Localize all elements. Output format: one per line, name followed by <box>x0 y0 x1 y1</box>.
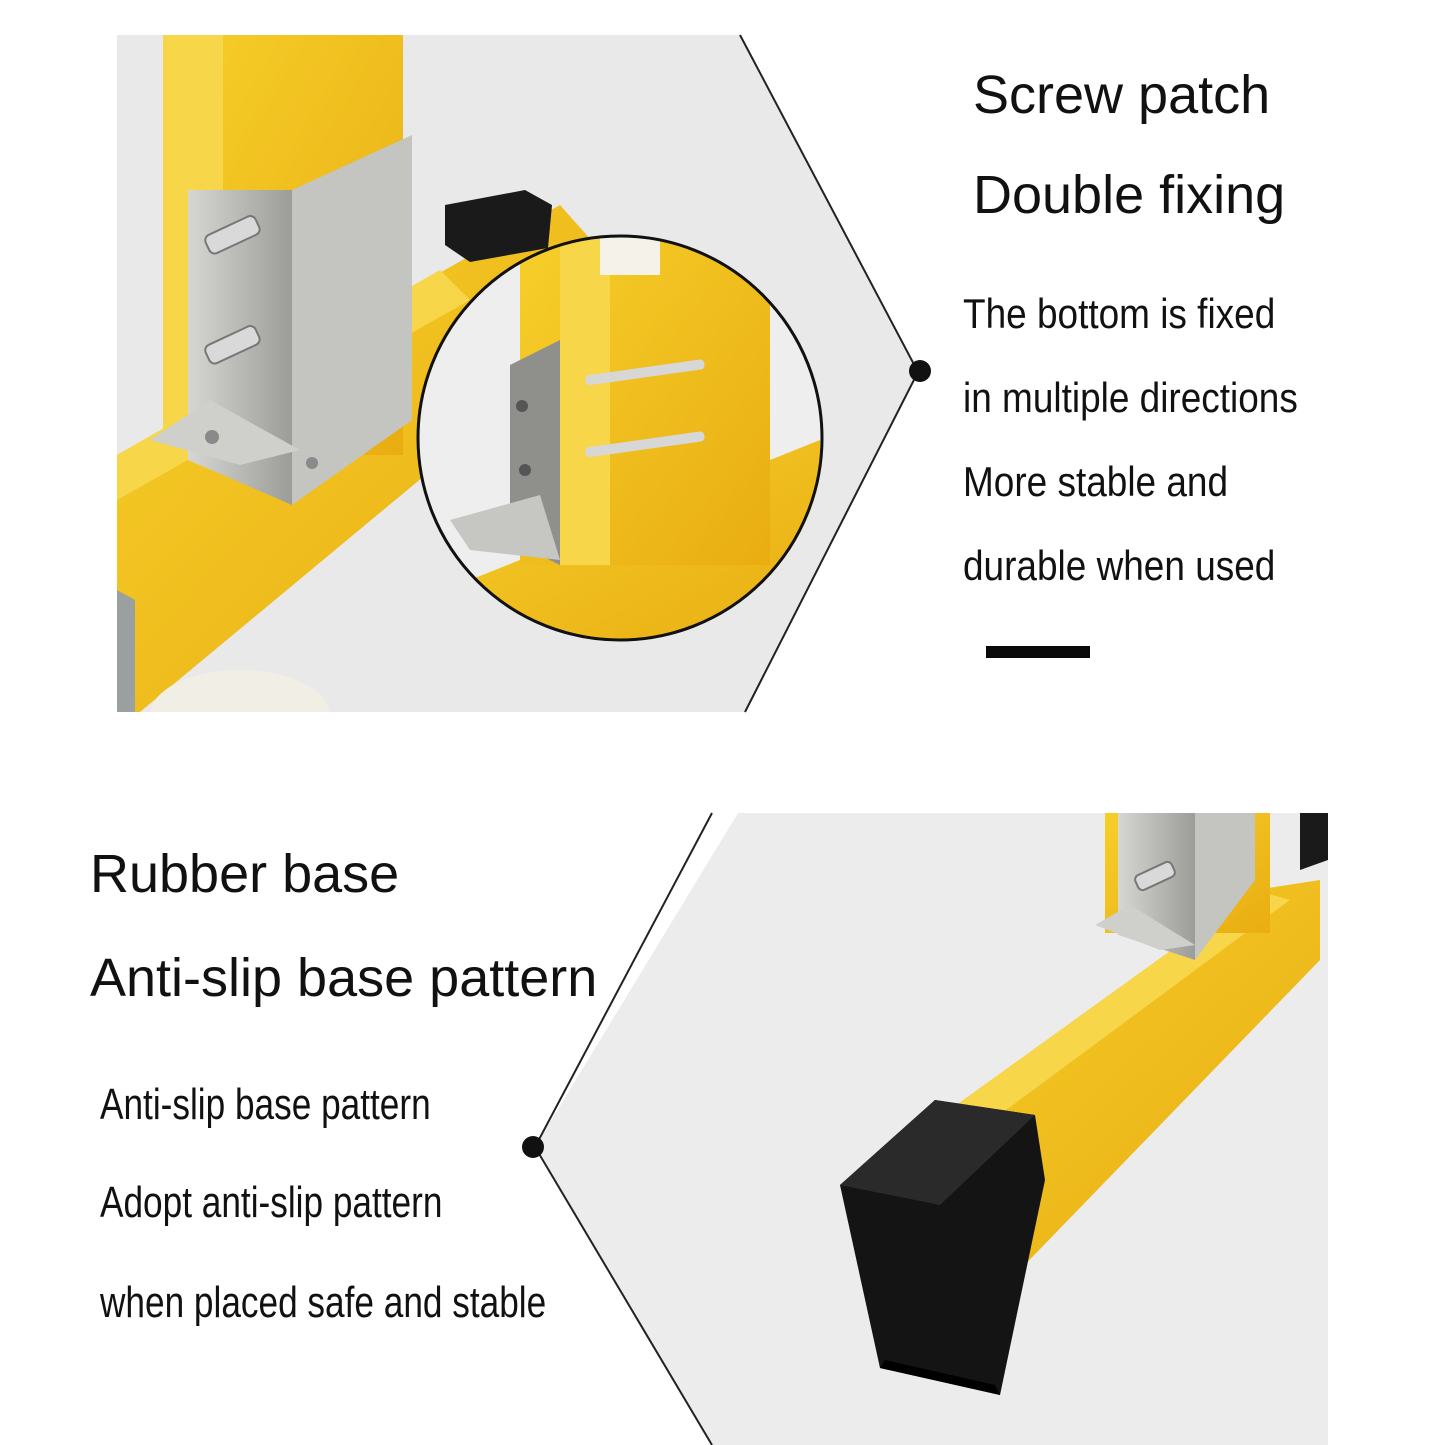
top-description-line: More stable and <box>963 458 1229 505</box>
top-bullet-dot <box>909 360 931 382</box>
bottom-bullet-dot <box>522 1136 544 1158</box>
divider-dash <box>986 646 1090 658</box>
screw-patch-title: Screw patch <box>973 65 1271 125</box>
zoom-detail-circle <box>416 234 824 642</box>
bottom-description-line: Anti-slip base pattern <box>100 1080 431 1129</box>
bottom-description-line: when placed safe and stable <box>100 1278 547 1327</box>
rubber-base-title: Rubber base <box>90 844 400 904</box>
anti-slip-title: Anti-slip base pattern <box>90 948 598 1008</box>
bottom-description-line: Adopt anti-slip pattern <box>100 1178 443 1227</box>
top-description-line: in multiple directions <box>963 374 1298 421</box>
rubber-cap-icon <box>840 1100 1045 1395</box>
rubber-base-photo <box>535 813 1328 1445</box>
bolt-icon <box>204 215 318 469</box>
top-description-line: durable when used <box>963 542 1276 589</box>
double-fixing-title: Double fixing <box>973 165 1286 225</box>
top-description-line: The bottom is fixed <box>963 290 1276 337</box>
